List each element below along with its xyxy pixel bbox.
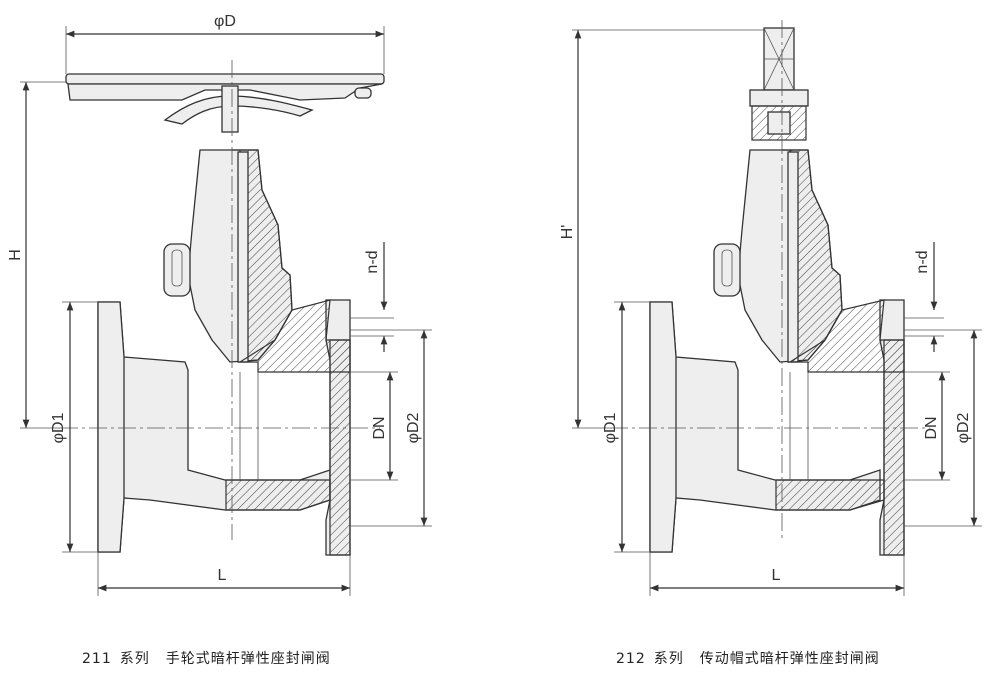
dim-bolt-holes: n-d [364, 250, 381, 273]
dim-height: H [7, 249, 24, 261]
valve-body [97, 149, 351, 556]
dim-flange-right: φD2 [955, 412, 972, 443]
operating-cap [749, 27, 809, 141]
valve-body [649, 149, 905, 556]
dim-length: L [218, 567, 227, 584]
handwheel [65, 73, 385, 133]
caption-number: 212 [616, 651, 646, 667]
dim-flange-right: φD2 [405, 412, 422, 443]
dim-length: L [772, 567, 781, 584]
dim-height: H' [559, 225, 576, 240]
dim-bore: DN [371, 416, 388, 439]
caption-title: 手轮式暗杆弹性座封闸阀 [165, 651, 331, 667]
caption-series: 系列 [119, 651, 150, 667]
dim-top-width: φD [214, 13, 236, 30]
valve-211-drawing: φD H φD1 L n-d DN φD2 [7, 13, 432, 596]
dim-bore: DN [923, 416, 940, 439]
caption-series: 系列 [653, 651, 684, 667]
dim-flange-left: φD1 [602, 412, 619, 443]
caption-title: 传动帽式暗杆弹性座封闸阀 [699, 651, 880, 667]
caption-number: 211 [82, 651, 112, 667]
caption-211: 211 系列手轮式暗杆弹性座封闸阀 [82, 648, 331, 668]
dim-flange-left: φD1 [50, 412, 67, 443]
valve-212-drawing: H' φD1 L n-d DN φD2 [559, 20, 982, 596]
caption-212: 212 系列传动帽式暗杆弹性座封闸阀 [616, 648, 880, 668]
dim-bolt-holes: n-d [914, 250, 931, 273]
